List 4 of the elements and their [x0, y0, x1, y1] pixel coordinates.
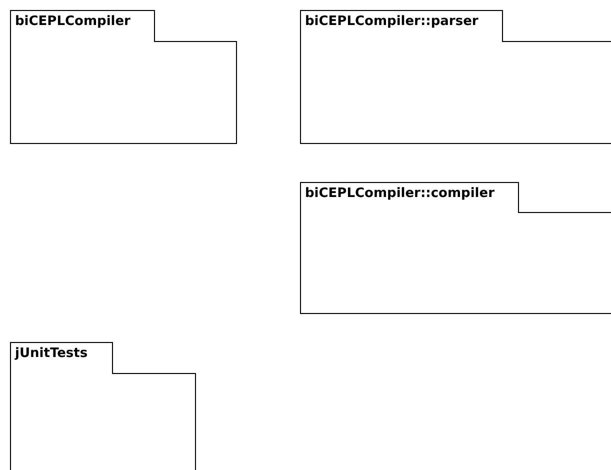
package-name-tab: jUnitTests	[10, 342, 113, 374]
package-name-tab: biCEPLCompiler::parser	[300, 10, 504, 42]
package-name-tab: biCEPLCompiler::compiler	[300, 182, 520, 213]
package-name-tab: biCEPLCompiler	[10, 10, 156, 42]
